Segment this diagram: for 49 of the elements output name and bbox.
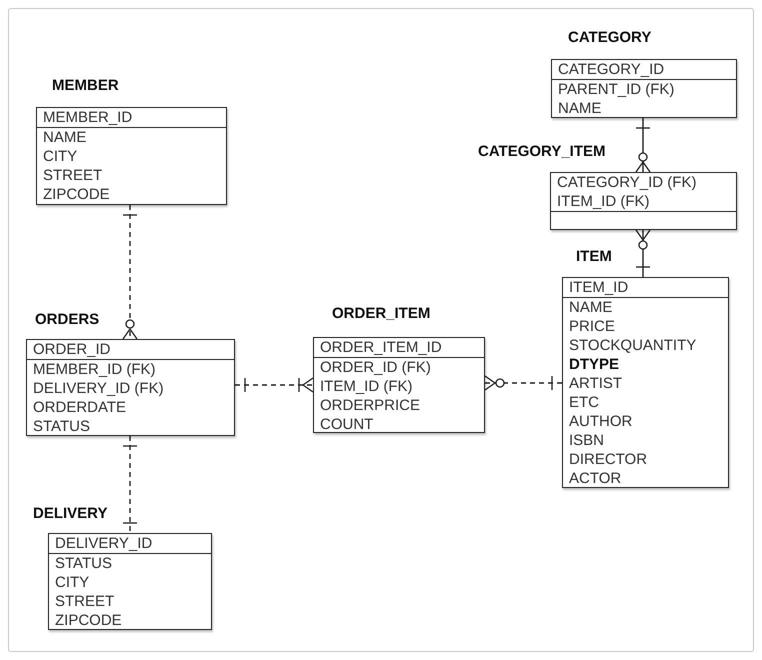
relationship-line — [635, 229, 651, 277]
entity-name: ORDER_ITEM — [332, 305, 430, 322]
attribute: ARTIST — [569, 374, 624, 393]
attribute: PRICE — [569, 317, 616, 336]
entity-name: CATEGORY_ITEM — [478, 143, 606, 160]
primary-key: ORDER_ID — [33, 340, 228, 359]
attribute: STREET — [43, 166, 104, 185]
relationship-line — [635, 118, 651, 173]
attribute: ZIPCODE — [55, 611, 123, 630]
attribute: ZIPCODE — [43, 185, 111, 204]
primary-key: DELIVERY_ID — [55, 534, 205, 553]
attribute: ETC — [569, 393, 600, 412]
attribute: AUTHOR — [569, 412, 634, 431]
relationship-line — [122, 436, 138, 533]
attribute: DELIVERY_ID (FK) — [33, 379, 165, 398]
attribute: NAME — [569, 298, 614, 317]
entity-name: MEMBER — [52, 77, 119, 94]
attribute: ORDERDATE — [33, 398, 128, 417]
primary-key: MEMBER_ID — [43, 108, 220, 127]
attribute: NAME — [43, 128, 88, 147]
attribute: ORDER_ID (FK) — [320, 358, 432, 377]
relationship-line — [235, 377, 314, 393]
attribute: ITEM_ID (FK) — [320, 377, 414, 396]
relationship-line — [122, 205, 138, 340]
attribute: COUNT — [320, 415, 374, 434]
entity-name: CATEGORY — [568, 29, 652, 46]
attribute: DIRECTOR — [569, 450, 648, 469]
attribute: ISBN — [569, 431, 606, 450]
attribute: ACTOR — [569, 469, 622, 488]
primary-key: ITEM_ID — [569, 278, 722, 297]
attribute: MEMBER_ID (FK) — [33, 360, 157, 379]
attribute: STATUS — [55, 554, 113, 573]
attribute: CITY — [55, 573, 90, 592]
relationship-line — [484, 375, 562, 391]
primary-key: CATEGORY_ID — [558, 60, 730, 79]
attribute: CITY — [43, 147, 78, 166]
primary-key: CATEGORY_ID (FK) — [557, 173, 730, 192]
primary-key: ORDER_ITEM_ID — [320, 338, 478, 357]
entity-name: DELIVERY — [33, 505, 108, 522]
attribute: DTYPE — [569, 355, 620, 374]
attribute: STATUS — [33, 417, 91, 436]
primary-key: ITEM_ID (FK) — [557, 192, 730, 211]
entity-name: ORDERS — [35, 311, 100, 328]
entity-name: ITEM — [576, 248, 612, 265]
attribute: ORDERPRICE — [320, 396, 422, 415]
attribute: STREET — [55, 592, 116, 611]
attribute: NAME — [558, 99, 602, 118]
attribute: STOCKQUANTITY — [569, 336, 698, 355]
attribute: PARENT_ID (FK) — [558, 80, 676, 99]
